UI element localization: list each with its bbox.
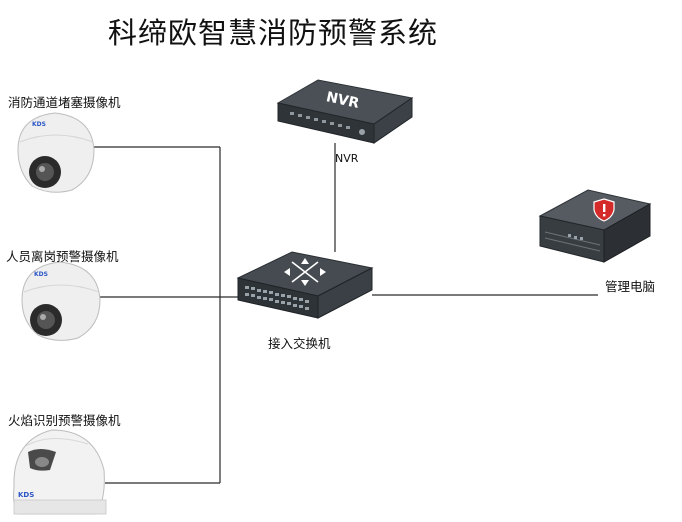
connection-lines xyxy=(92,143,598,484)
nvr-device-icon xyxy=(276,79,414,144)
camera-1-icon: KDS xyxy=(17,112,95,193)
svg-text:KDS: KDS xyxy=(32,121,46,128)
nvr-label: NVR xyxy=(335,152,359,165)
svg-text:KDS: KDS xyxy=(34,271,48,278)
camera-1-label: 消防通道堵塞摄像机 xyxy=(8,95,121,110)
server-device-icon xyxy=(538,189,652,263)
switch-arrows-icon xyxy=(284,258,326,286)
switch-label: 接入交换机 xyxy=(268,336,331,351)
alert-shield-icon xyxy=(593,198,615,222)
svg-text:KDS: KDS xyxy=(18,491,34,499)
camera-2-icon: KDS xyxy=(21,261,101,341)
camera-3-label: 火焰识别预警摄像机 xyxy=(8,413,121,428)
camera-2-label: 人员离岗预警摄像机 xyxy=(6,249,119,264)
camera-3-icon: KDS xyxy=(13,429,107,515)
diagram-title: 科缔欧智慧消防预警系统 xyxy=(108,16,439,50)
nvr-panel-text: NVR xyxy=(325,89,361,112)
server-label: 管理电脑 xyxy=(605,279,656,294)
switch-device-icon xyxy=(236,251,374,319)
